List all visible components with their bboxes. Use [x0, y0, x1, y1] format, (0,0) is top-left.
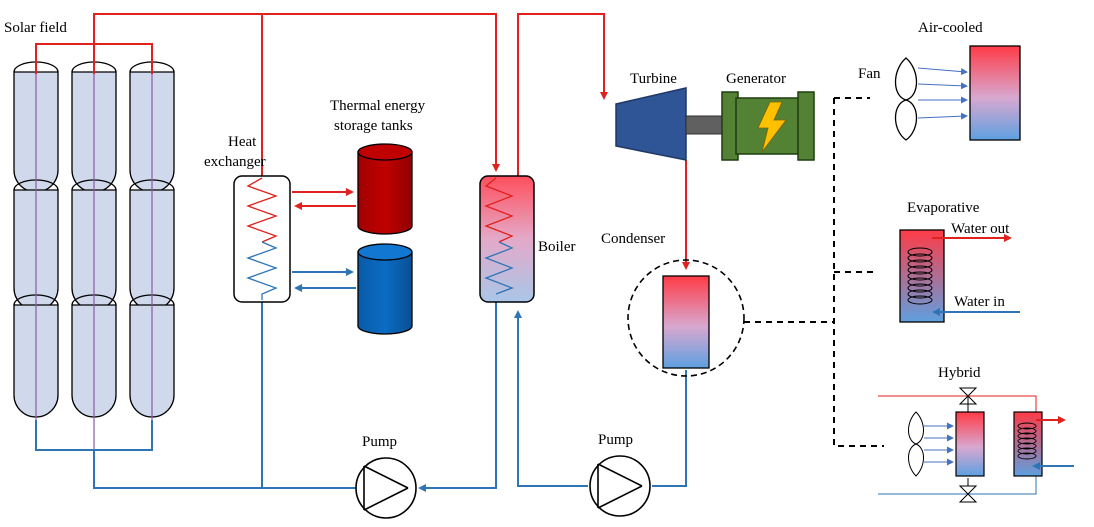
- solar-field-label: Solar field: [4, 20, 67, 36]
- solar-return-main: [93, 450, 356, 489]
- air-cooled-label: Air-cooled: [918, 20, 983, 36]
- heat-exchanger-label-1: Heat: [228, 134, 257, 150]
- boiler: Boiler: [479, 175, 576, 303]
- pump-left-icon: [363, 465, 409, 511]
- evaporative-label: Evaporative: [907, 200, 980, 216]
- boiler-return-to-pump: [418, 300, 497, 492]
- boiler-cold-coil: [484, 241, 514, 295]
- hybrid-dry-condenser: [955, 411, 985, 477]
- condenser-body: [662, 275, 710, 369]
- evaporative-tower: [899, 229, 945, 323]
- evaporative-option: Evaporative Water out Water in: [899, 200, 1020, 323]
- hybrid-cold-bypass: [878, 476, 1037, 495]
- hot-tank: [357, 143, 413, 235]
- hybrid-hot-bypass: [878, 395, 1037, 414]
- hybrid-fan-bottom-icon: [908, 443, 924, 477]
- cooling-links: [744, 97, 884, 447]
- pump-right-label: Pump: [598, 432, 633, 448]
- generator-label: Generator: [726, 71, 786, 87]
- valve-bottom-icon: [958, 485, 978, 503]
- steam-to-turbine: [517, 13, 608, 178]
- water-in-label: Water in: [954, 294, 1005, 310]
- hot-supply-boiler: [93, 13, 500, 172]
- heat-exchanger-body: [233, 175, 291, 303]
- air-cooled-condenser: [969, 45, 1021, 141]
- condenser: Condenser: [601, 231, 745, 377]
- turbine-label: Turbine: [630, 71, 677, 87]
- link-bus: [833, 98, 884, 447]
- fan-label: Fan: [858, 66, 881, 82]
- hx-hot-coil: [246, 177, 278, 243]
- boiler-hot-coil: [484, 177, 514, 243]
- condenser-label: Condenser: [601, 231, 665, 247]
- water-out-label: Water out: [951, 221, 1010, 237]
- hot-pipes: [35, 13, 690, 270]
- storage-label-2: storage tanks: [334, 118, 413, 134]
- pump-right: Pump: [589, 432, 651, 517]
- condenser-to-pump: [652, 370, 687, 487]
- hybrid-option: Hybrid: [878, 365, 1074, 503]
- condenser-highlight-circle: [627, 259, 745, 377]
- air-cooled-option: Air-cooled Fan: [858, 20, 1021, 141]
- boiler-label: Boiler: [538, 239, 576, 255]
- pump-to-boiler: [514, 310, 588, 487]
- solar-field: Solar field: [4, 20, 175, 450]
- pump-right-icon: [597, 463, 643, 509]
- turbine-generator: Turbine Generator: [615, 71, 815, 161]
- fan-blade-top-icon: [894, 57, 918, 101]
- turbine-body: [615, 87, 687, 161]
- hybrid-label: Hybrid: [938, 365, 981, 381]
- hybrid-fan-top-icon: [908, 411, 924, 445]
- heat-exchanger: Heat exchanger: [204, 134, 291, 303]
- storage-tanks: Thermal energy storage tanks: [330, 98, 426, 335]
- generator-flange-right: [797, 91, 815, 161]
- hx-cold-coil: [246, 241, 278, 300]
- cold-tank: [357, 243, 413, 335]
- lightning-bolt-icon: [757, 101, 787, 153]
- hybrid-coil: [1017, 422, 1037, 460]
- pump-left-label: Pump: [362, 434, 397, 450]
- fan-blade-bottom-icon: [894, 99, 918, 141]
- evaporative-coil: [907, 247, 933, 305]
- pump-left: Pump: [355, 434, 417, 519]
- heat-exchanger-label-2: exchanger: [204, 154, 266, 170]
- turbine-shaft: [685, 115, 723, 135]
- cold-pipes: [35, 268, 687, 492]
- storage-label-1: Thermal energy: [330, 98, 426, 114]
